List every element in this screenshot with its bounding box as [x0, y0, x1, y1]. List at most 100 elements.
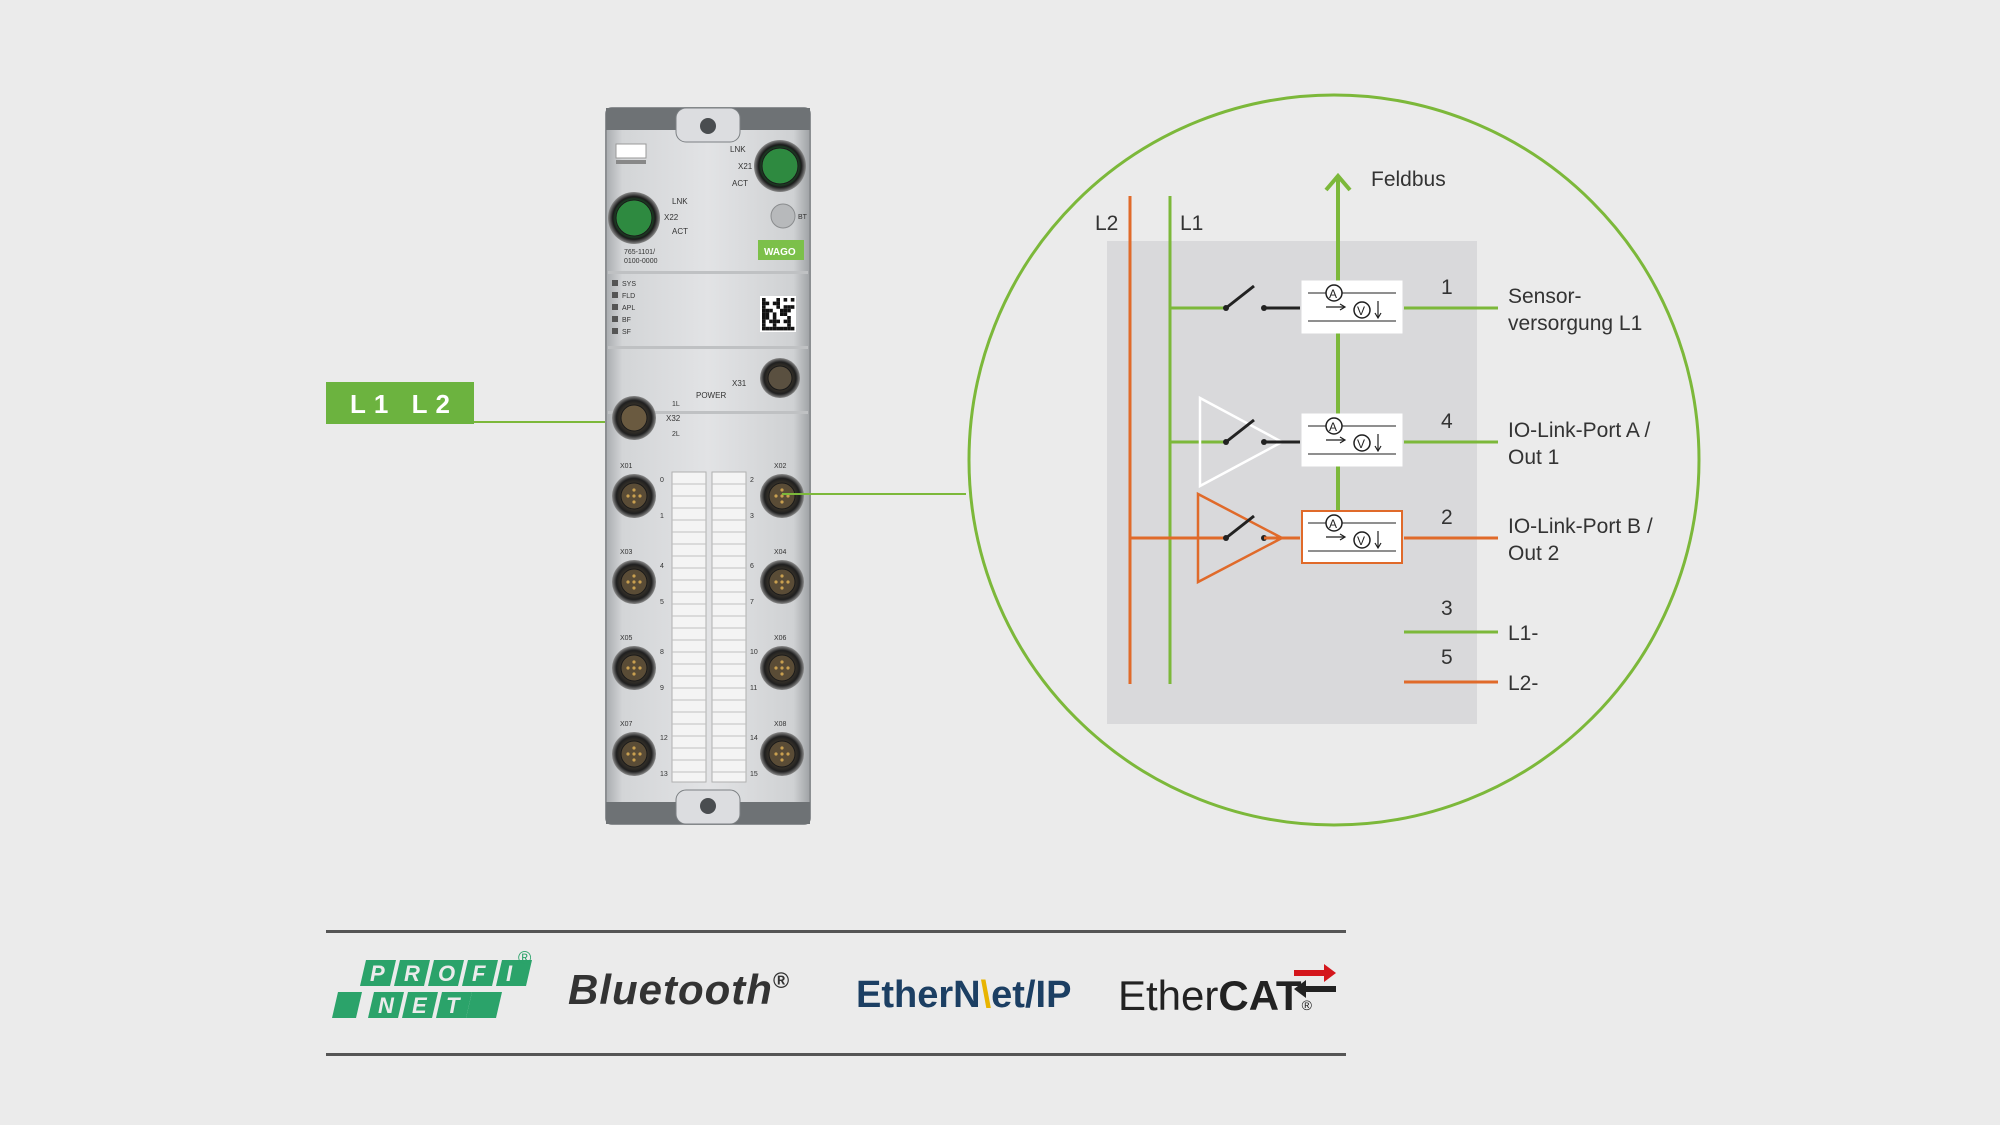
profinet-block-f: [462, 960, 498, 986]
port-pin-2: 2: [750, 477, 754, 484]
wago-logo-text: WAGO: [764, 247, 796, 258]
ethernet-ip-part-c: et: [991, 974, 1025, 1016]
port-pin-9: 9: [660, 685, 664, 692]
led-bf: [612, 316, 618, 322]
profinet-reg: ®: [518, 948, 531, 968]
badge-leader-line: [474, 421, 632, 423]
x31-label: X31: [732, 379, 747, 388]
ethernet-ip-part-a: Ether: [856, 974, 954, 1016]
led-label-fld: FLD: [622, 293, 635, 300]
port-label-x04: X04: [774, 549, 787, 556]
output-2-line1: IO-Link-Port A /: [1508, 419, 1651, 442]
output-3-line1: IO-Link-Port B /: [1508, 515, 1653, 538]
svg-text:A: A: [1329, 287, 1337, 301]
ethernet-ip-part-b: N: [953, 974, 981, 1016]
port-pin-4: 4: [660, 563, 664, 570]
svg-text:A: A: [1329, 420, 1337, 434]
led-sf: [612, 328, 618, 334]
port-leader-line: [782, 493, 966, 495]
profinet-block-e: [402, 992, 438, 1018]
port-label-x02: X02: [774, 463, 787, 470]
output-2-line2: Out 1: [1508, 446, 1559, 469]
svg-text:P: P: [370, 961, 385, 986]
pin-3: 3: [1441, 597, 1453, 620]
x32-2l-label: 2L: [672, 431, 680, 438]
profinet-block-n: [368, 992, 404, 1018]
led-label-apl: APL: [622, 305, 635, 312]
l2-label: L2: [1095, 212, 1118, 235]
output-5-label: L2-: [1508, 672, 1538, 695]
x32-1l-label: 1L: [672, 401, 680, 408]
output-1-line1: Sensor-: [1508, 285, 1582, 308]
x22-lnk-label: LNK: [672, 197, 688, 206]
wago-logo: [758, 240, 804, 260]
bluetooth-text: Bluetooth: [568, 966, 773, 1013]
meter-box-3: [1301, 510, 1403, 564]
pin-2: 2: [1441, 506, 1453, 529]
x22-label: X22: [664, 213, 679, 222]
port-label-x03: X03: [620, 549, 633, 556]
ethernet-ip-slash: \: [980, 974, 992, 1016]
marker-strips: [671, 471, 747, 783]
x21-lnk-label: LNK: [730, 145, 746, 154]
led-label-sys: SYS: [622, 281, 636, 288]
marker-strip-1: [671, 471, 707, 783]
io-ports: X0101X0223X0345X0467X0589X061011X071213X…: [612, 463, 804, 778]
x21-act-label: ACT: [732, 179, 748, 188]
status-leds: SYS FLD APL BF SF: [612, 280, 636, 336]
profinet-block-r: [394, 960, 430, 986]
meter-glyph-1: AV: [1308, 284, 1396, 322]
svg-text:V: V: [1357, 437, 1365, 451]
ethernet-ip-logo: EtherN\et/IP: [856, 974, 1071, 1017]
meter-glyph-2: AV: [1308, 417, 1396, 455]
led-label-sf: SF: [622, 329, 631, 336]
port-pin-13: 13: [660, 771, 668, 778]
l1-l2-badge: L1 L2: [326, 382, 474, 424]
ethercat-logo: EtherCAT®: [1118, 972, 1312, 1020]
port-pin-3: 3: [750, 513, 754, 520]
led-sys: [612, 280, 618, 286]
pin-4: 4: [1441, 410, 1453, 433]
svg-text:R: R: [404, 961, 420, 986]
port-label-x06: X06: [774, 635, 787, 642]
power-label: POWER: [696, 391, 726, 400]
logo-bottom-rule: [326, 1053, 1346, 1056]
port-pin-1: 1: [660, 513, 664, 520]
device-model-1: 765-1101/: [624, 249, 655, 256]
port-pin-10: 10: [750, 649, 758, 656]
svg-text:F: F: [472, 961, 486, 986]
port-pin-14: 14: [750, 735, 758, 742]
led-fld: [612, 292, 618, 298]
led-label-bf: BF: [622, 317, 631, 324]
bt-label: BT: [798, 214, 808, 221]
output-1-line2: versorgung L1: [1508, 312, 1642, 335]
port-label-x08: X08: [774, 721, 787, 728]
profinet-block-p: [360, 960, 396, 986]
profinet-block-i: [496, 960, 532, 986]
bluetooth-button: [770, 203, 796, 229]
ethernet-ip-part-d: /IP: [1024, 974, 1072, 1016]
led-apl: [612, 304, 618, 310]
port-label-x07: X07: [620, 721, 633, 728]
svg-text:V: V: [1357, 534, 1365, 548]
profinet-block-t: [436, 992, 472, 1018]
ethercat-arrows-icon: [1294, 964, 1336, 998]
ethercat-part-a: Ether: [1118, 972, 1219, 1019]
port-label-x05: X05: [620, 635, 633, 642]
svg-text:N: N: [378, 993, 395, 1018]
logo-top-rule: [326, 930, 1346, 933]
port-pin-12: 12: [660, 735, 668, 742]
bluetooth-logo: Bluetooth®: [568, 966, 790, 1014]
svg-text:T: T: [446, 993, 461, 1018]
bluetooth-reg: ®: [772, 968, 791, 993]
port-pin-5: 5: [660, 599, 664, 606]
port-pin-15: 15: [750, 771, 758, 778]
port-label-x01: X01: [620, 463, 633, 470]
device-model-2: 0100-0000: [624, 258, 658, 265]
port-pin-7: 7: [750, 599, 754, 606]
svg-text:V: V: [1357, 304, 1365, 318]
l1-label: L1: [1180, 212, 1203, 235]
feldbus-label: Feldbus: [1371, 168, 1446, 191]
